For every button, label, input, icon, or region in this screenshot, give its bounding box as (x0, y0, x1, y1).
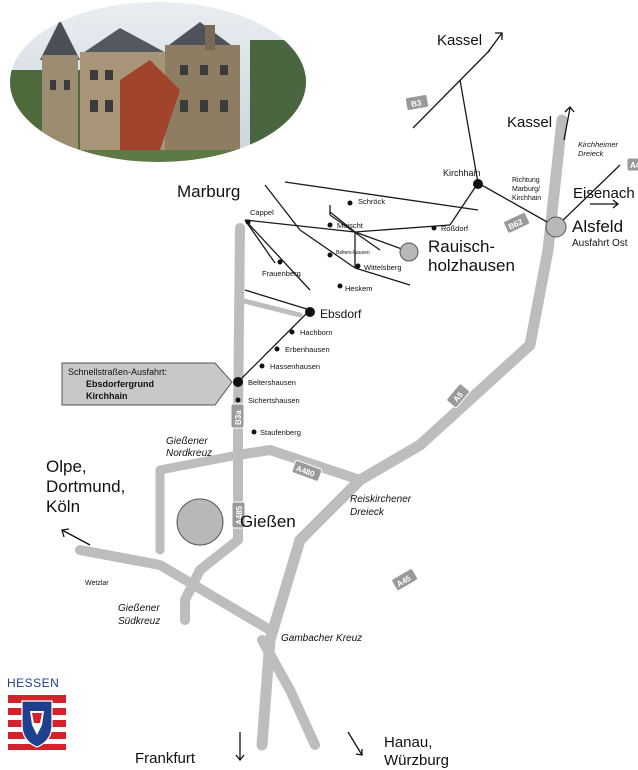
label-hachborn: Hachborn (300, 328, 333, 337)
label-erbenhausen: Erbenhausen (285, 345, 330, 354)
shield-b3a: B3a (230, 403, 245, 429)
svg-text:B3a: B3a (234, 410, 243, 425)
dot-moischt (327, 222, 333, 228)
dot-exit (233, 377, 243, 387)
label-richtung-2: Marburg/ (512, 186, 540, 193)
label-wittelsberg: Wittelsberg (364, 263, 402, 272)
svg-text:A485: A485 (235, 505, 244, 525)
label-marburg: Marburg (177, 182, 240, 201)
dot-staufenberg (251, 429, 257, 435)
exit-callout: Schnellstraßen-Ausfahrt: Ebsdorfergrund … (61, 362, 233, 406)
shield-b3: B3 (404, 93, 430, 111)
dot-sichertshausen (235, 397, 241, 403)
label-staufenberg: Staufenberg (260, 428, 301, 437)
dot-wittelsberg (355, 263, 361, 269)
label-nordkreuz-2: Nordkreuz (166, 448, 212, 459)
highway-a45 (75, 545, 275, 635)
dot-schroeck (347, 200, 353, 206)
label-reiskirchen-2: Dreieck (350, 507, 385, 518)
callout-line1: Schnellstraßen-Ausfahrt: (68, 367, 167, 377)
town-alsfeld (545, 216, 567, 238)
label-ebsdorf: Ebsdorf (320, 307, 362, 321)
dot-beltershausen (327, 252, 333, 258)
minor-roads (237, 49, 621, 383)
label-frauenberg: Frauenberg (262, 269, 301, 278)
label-frankfurt: Frankfurt (135, 750, 196, 767)
label-alsfeld: Alsfeld (572, 217, 623, 236)
dot-hassenhausen (259, 363, 265, 369)
callout-line2: Ebsdorfergrund (86, 379, 154, 389)
label-nordkreuz-1: Gießener (166, 436, 208, 447)
label-kirchheimer-2: Dreieck (578, 149, 605, 158)
castle-photo (10, 2, 306, 162)
label-sichertshausen: Sichertshausen (248, 396, 300, 405)
hessen-coat-of-arms (8, 695, 66, 750)
label-moischt: Moischt (337, 221, 364, 230)
svg-text:A4: A4 (630, 161, 638, 170)
hessen-logo-text: HESSEN (7, 676, 60, 690)
svg-text:B3: B3 (410, 98, 422, 109)
label-richtung-3: Kirchhain (512, 195, 541, 202)
label-eisenach: Eisenach (573, 185, 635, 202)
label-rauisch-2: holzhausen (428, 256, 515, 275)
label-rossdorf: Roßdorf (441, 224, 469, 233)
label-olpe-1: Olpe, (46, 457, 87, 476)
label-giessen: Gießen (240, 512, 296, 531)
label-ausfahrt: Ausfahrt Ost (572, 238, 628, 249)
callout-line3: Kirchhain (86, 391, 128, 401)
label-beltershausen-2: Beltershausen (248, 378, 296, 387)
label-wetzlar: Wetzlar (85, 580, 109, 587)
highway-to-hanau (257, 635, 320, 750)
label-olpe-3: Köln (46, 497, 80, 516)
dot-cappel (245, 219, 251, 225)
label-suedkreuz-2: Südkreuz (118, 616, 160, 627)
label-hassenhausen: Hassenhausen (270, 362, 320, 371)
shield-a485: A485 (231, 501, 246, 529)
highway-a480 (233, 445, 365, 485)
label-suedkreuz-1: Gießener (118, 603, 160, 614)
label-kirchhain: Kirchhain (443, 168, 481, 178)
label-reiskirchen-1: Reiskirchener (350, 494, 412, 505)
label-olpe-2: Dortmund, (46, 477, 125, 496)
dot-frauenberg (277, 259, 283, 265)
label-kirchheimer-1: Kirchheimer (578, 140, 619, 149)
giessen-ring-west (155, 450, 243, 555)
label-kassel-top: Kassel (437, 32, 482, 49)
town-rauischholzhausen (399, 242, 419, 262)
dot-heskem (337, 283, 343, 289)
highway-b3-branch (237, 297, 303, 318)
dot-ebsdorf (305, 307, 315, 317)
town-giessen (176, 498, 224, 546)
label-hanau-1: Hanau, (384, 734, 432, 751)
label-cappel: Cappel (250, 208, 274, 217)
highway-a5-south (256, 474, 366, 751)
shield-a480: A480 (291, 460, 323, 482)
label-schroeck: Schröck (358, 197, 385, 206)
dot-rossdorf (431, 225, 437, 231)
label-heskem: Heskem (345, 284, 373, 293)
label-rauisch-1: Rauisch- (428, 237, 495, 256)
dot-kirchhain (473, 179, 483, 189)
direction-arrows (61, 32, 620, 762)
dot-hachborn (289, 329, 295, 335)
shield-a45: A45 (391, 568, 419, 592)
shield-b62: B62 (503, 212, 531, 234)
dot-erbenhausen (274, 346, 280, 352)
shield-a4: A4 (626, 157, 638, 172)
label-gambach: Gambacher Kreuz (281, 633, 362, 644)
label-richtung-1: Richtung (512, 177, 540, 184)
label-beltershausen: Belters-hausen (336, 250, 370, 256)
shield-a5: A5 (446, 383, 470, 409)
label-kassel-right: Kassel (507, 114, 552, 131)
label-hanau-2: Würzburg (384, 752, 449, 769)
